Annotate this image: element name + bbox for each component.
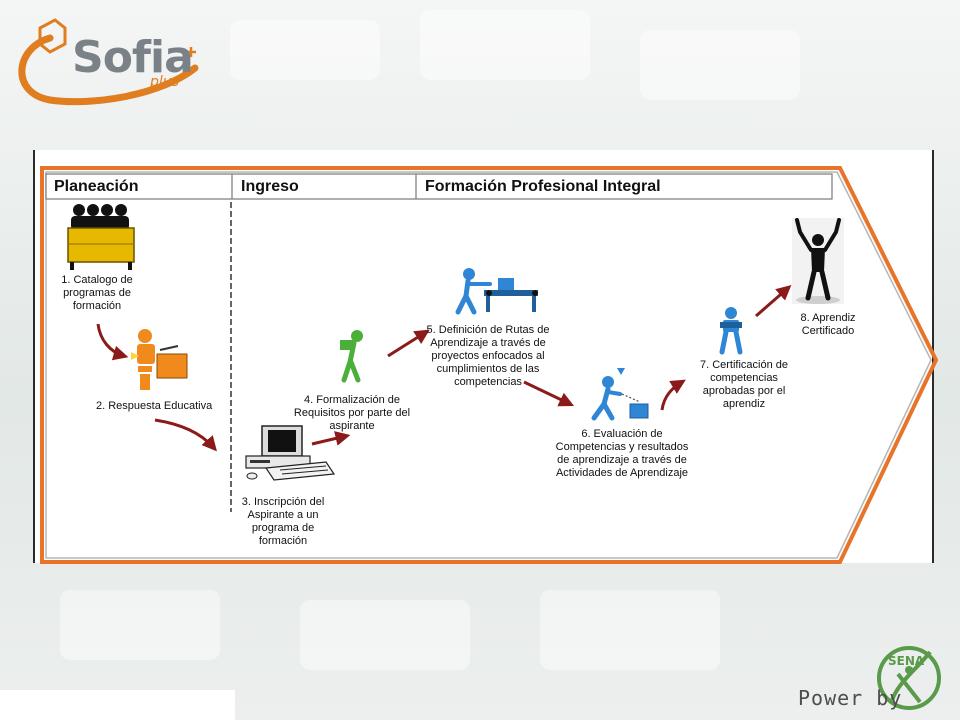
background-tile [420,10,590,80]
flow-arrow-3-to-4 [311,431,351,446]
stage-planeacion: Planeación [54,178,139,195]
chevron-inner-border [45,171,932,559]
sena-badge-text: SENA [888,654,925,668]
background-tile [300,600,470,670]
step-5-label: 5. Definición de Rutas de Aprendizaje a … [426,324,550,388]
chevron-outer-border [40,166,939,564]
walking-person-icon [340,330,363,383]
sofia-plus-logo: Sofia plus [10,8,210,118]
background-tile [0,690,235,720]
certificate-holder-icon [719,307,743,355]
flow-arrow-6-to-7 [660,379,686,411]
sena-logo-icon [877,646,941,710]
flow-arrow-7-to-8 [755,285,792,318]
logo-name: Sofia [72,32,194,83]
logo-swoosh-icon [18,18,199,106]
stage-header-row [45,173,833,200]
logo-suffix: plus [150,74,179,90]
flow-arrow-1-to-2 [96,323,129,361]
person-at-desk-icon [131,329,188,390]
flow-arrow-5-to-6 [523,380,575,407]
background-tile [230,20,380,80]
people-group-icon [67,204,135,270]
computer-icon [245,425,336,481]
step-1-label: 1. Catalogo de programas de formación [61,274,133,312]
power-by-text: Power by [798,686,903,710]
step-6-label: 6. Evaluación de Competencias y resultad… [555,428,689,479]
step-3-label: 3. Inscripción del Aspirante a un progra… [241,496,325,547]
background-tile [60,590,220,660]
step-7-label: 7. Certificación de competencias aprobad… [699,359,789,410]
flow-arrow-2-to-3 [154,418,217,452]
stage-formacion: Formación Profesional Integral [425,178,661,195]
worker-at-table-icon [455,268,538,315]
background-tile [640,30,800,100]
background-tile [540,590,720,670]
celebrating-graduate-icon [792,218,844,304]
step-4-label: 4. Formalización de Requisitos por parte… [293,394,411,432]
step-2-label: 2. Respuesta Educativa [96,400,213,412]
flow-arrow-4-to-5 [387,329,430,358]
step-8-label: 8. Aprendiz Certificado [800,312,856,337]
evaluator-with-box-icon [591,368,649,421]
stage-ingreso: Ingreso [241,178,299,195]
